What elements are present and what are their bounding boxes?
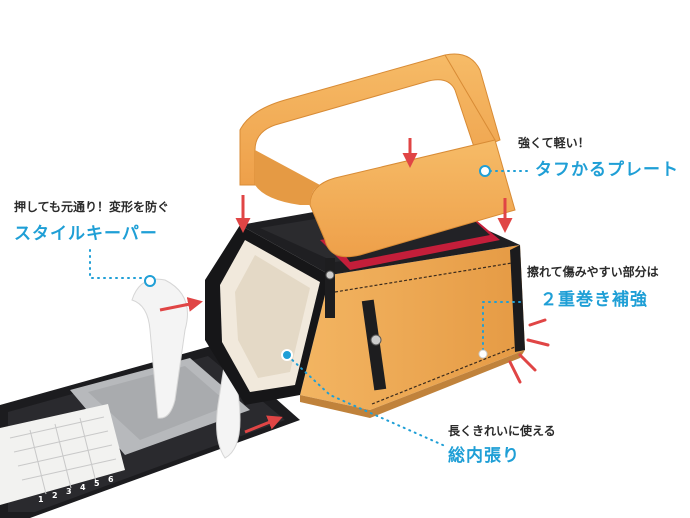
keeper-caption: 押しても元通り！変形を防ぐ: [14, 200, 170, 214]
ruler-digit: 4: [80, 483, 86, 492]
lining-title: 総内張り: [448, 446, 520, 466]
callout-markers: [144, 165, 491, 361]
ruler-digit: 1: [38, 495, 44, 504]
wear-burst: [508, 318, 550, 384]
ruler-digit: 6: [108, 475, 114, 484]
ruler-digit: 2: [52, 491, 58, 500]
ruler-digit: 5: [94, 479, 100, 488]
opened-flap: 1 2 3 4 5 6: [0, 278, 300, 518]
leader-lines: [89, 170, 531, 447]
lining-caption: 長くきれいに使える: [448, 424, 556, 438]
ruler-digit: 3: [66, 487, 72, 496]
tough-plate: [239, 53, 516, 258]
bag-body: [205, 195, 525, 418]
plate-title: タフかるプレート: [535, 160, 679, 180]
plate-caption: 強くて軽い！: [518, 136, 590, 150]
force-arrows: [159, 138, 513, 434]
double-caption: 擦れて傷みやすい部分は: [527, 265, 659, 279]
keeper-title: スタイルキーパー: [14, 224, 158, 244]
double-title: ２重巻き補強: [540, 290, 648, 310]
